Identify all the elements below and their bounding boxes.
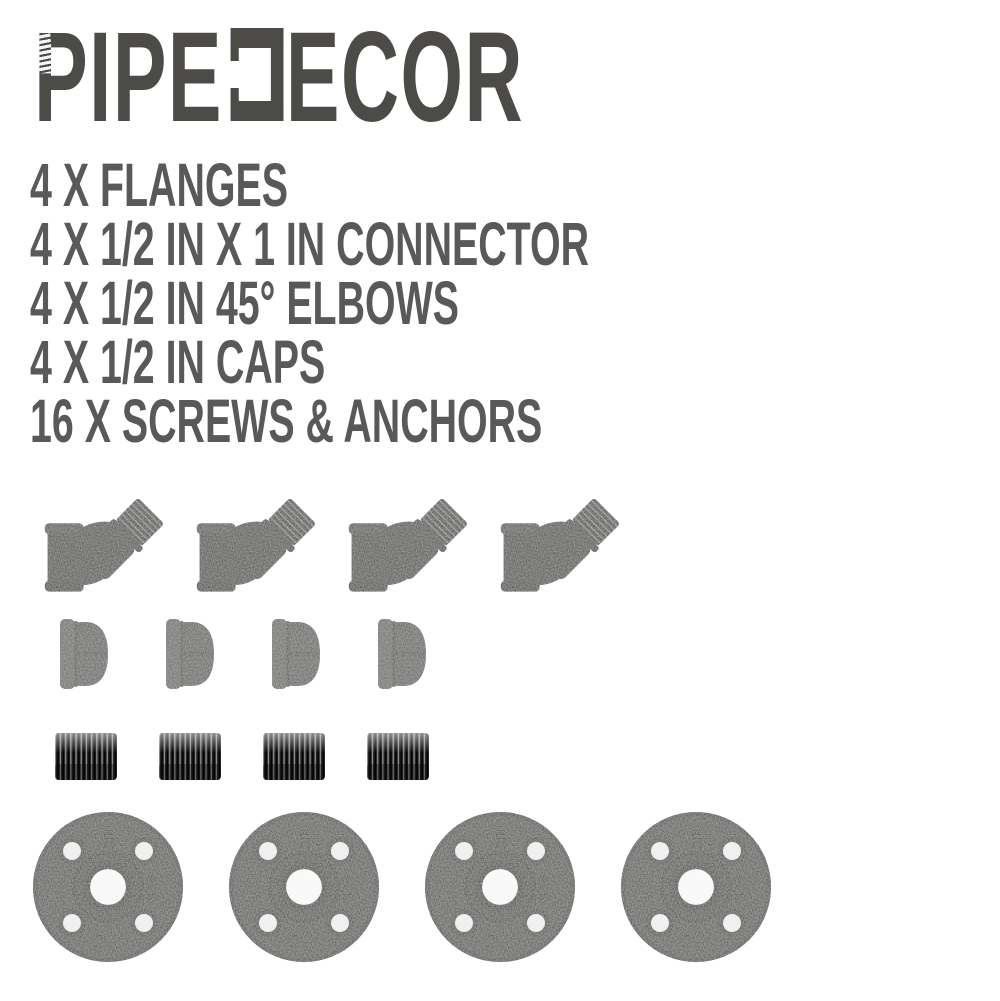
logo-letter: P: [34, 6, 90, 149]
elbow-stamp-text: 1/2: [557, 543, 578, 562]
elbow-stamp-text: 1/2: [101, 543, 122, 562]
connector-nipple-photo: [367, 733, 429, 780]
cap-photo: [378, 619, 426, 689]
logo-word1-rest: IPE: [89, 6, 223, 149]
bolt-holes: [450, 837, 550, 937]
parts-list: 4 X FLANGES 4 X 1/2 IN X 1 IN CONNECTOR …: [30, 151, 897, 455]
bolt-holes: [58, 837, 158, 937]
brand-logo-text: PIPEDECOR: [34, 14, 524, 142]
bolt-holes: [646, 837, 746, 937]
flange-size-mark: 1/2: [296, 829, 313, 850]
flange-size-mark: 1/2: [492, 829, 509, 850]
cap-photo: [60, 619, 108, 689]
elbow-45-photo: 1/2: [500, 498, 619, 592]
flange-brand-mark: SLK: [732, 874, 748, 902]
flange-size-mark: 1/2: [688, 829, 705, 850]
flange-bottom-mark: J: [483, 934, 499, 942]
connectors-row: [54, 731, 430, 783]
stylized-d-glyph: D: [230, 28, 284, 121]
flange-bottom-mark: J: [91, 934, 107, 942]
connector-nipple-photo: [55, 733, 117, 780]
floor-flange-photo: 1/2 SLK J: [33, 812, 183, 962]
flanges-row: 1/2 SLK J 1/2 SL: [30, 809, 774, 965]
elbow-45-photo: 1/2: [44, 498, 163, 592]
elbow-45-photo: 1/2: [196, 498, 315, 592]
part-line-text: 4 X 1/2 IN 45° ELBOWS: [30, 269, 459, 337]
elbow-stamp-text: 1/2: [405, 543, 426, 562]
cap-photo: [166, 619, 214, 689]
floor-flange-photo: 1/2 SLK J: [621, 812, 771, 962]
brand-logo: PIPEDECOR: [34, 14, 812, 142]
logo-word2-rest: ECOR: [285, 6, 524, 149]
cap-photo: [272, 619, 320, 689]
part-line-text: 4 X FLANGES: [30, 151, 288, 219]
part-line-elbows: 4 X 1/2 IN 45° ELBOWS: [30, 269, 897, 337]
flange-brand-mark: SLK: [536, 874, 552, 902]
elbow-45-photo: 1/2: [348, 498, 467, 592]
connector-nipple-photo: [159, 733, 221, 780]
part-line-caps: 4 X 1/2 IN CAPS: [30, 328, 897, 396]
part-line-text: 16 X SCREWS & ANCHORS: [30, 387, 543, 455]
floor-flange-photo: 1/2 SLK J: [229, 812, 379, 962]
flange-bottom-mark: J: [287, 934, 303, 942]
part-line-flanges: 4 X FLANGES: [30, 151, 897, 219]
elbow-stamp-text: 1/2: [253, 543, 274, 562]
part-line-text: 4 X 1/2 IN CAPS: [30, 328, 326, 396]
floor-flange-photo: 1/2 SLK J: [425, 812, 575, 962]
caps-row: [58, 617, 429, 691]
bolt-holes: [254, 837, 354, 937]
elbows-row: 1/2 1/2: [42, 479, 622, 597]
part-line-screws: 16 X SCREWS & ANCHORS: [30, 387, 897, 455]
flange-bottom-mark: J: [679, 934, 695, 942]
flange-brand-mark: SLK: [340, 874, 356, 902]
threaded-p-letter: P: [34, 14, 89, 142]
connector-nipple-photo: [263, 733, 325, 780]
part-line-connectors: 4 X 1/2 IN X 1 IN CONNECTOR: [30, 210, 897, 278]
part-line-text: 4 X 1/2 IN X 1 IN CONNECTOR: [30, 210, 590, 278]
flange-size-mark: 1/2: [100, 829, 117, 850]
flange-brand-mark: SLK: [144, 874, 160, 902]
